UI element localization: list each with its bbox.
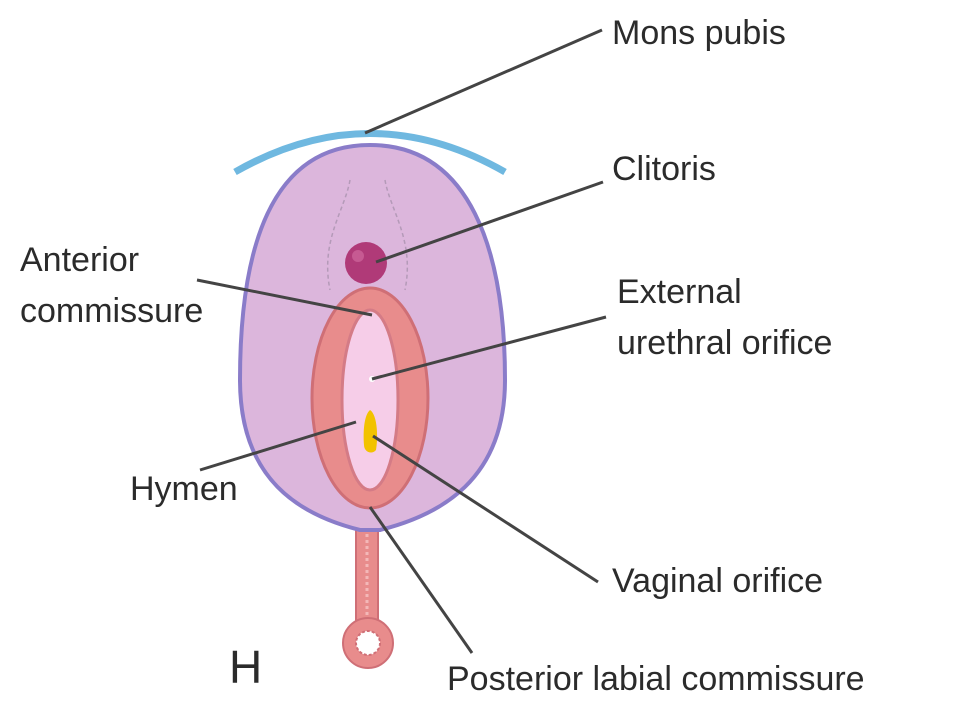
label-anterior-commissure-line2: commissure <box>20 292 203 330</box>
label-anterior-commissure-line1: Anterior <box>20 241 139 279</box>
leader-mons-pubis <box>365 30 602 133</box>
anal-opening <box>356 631 380 655</box>
clitoris-highlight <box>352 250 364 262</box>
label-mons-pubis: Mons pubis <box>612 14 786 52</box>
label-vaginal-orifice: Vaginal orifice <box>612 562 823 600</box>
label-external-urethral-orifice-line1: External <box>617 273 742 311</box>
clitoris-shape <box>345 242 387 284</box>
panel-letter: H <box>229 641 262 693</box>
label-posterior-labial-commissure: Posterior labial commissure <box>447 660 865 698</box>
label-clitoris: Clitoris <box>612 150 716 188</box>
vestibule <box>342 310 398 490</box>
label-external-urethral-orifice-line2: urethral orifice <box>617 324 832 362</box>
label-hymen: Hymen <box>130 470 238 508</box>
